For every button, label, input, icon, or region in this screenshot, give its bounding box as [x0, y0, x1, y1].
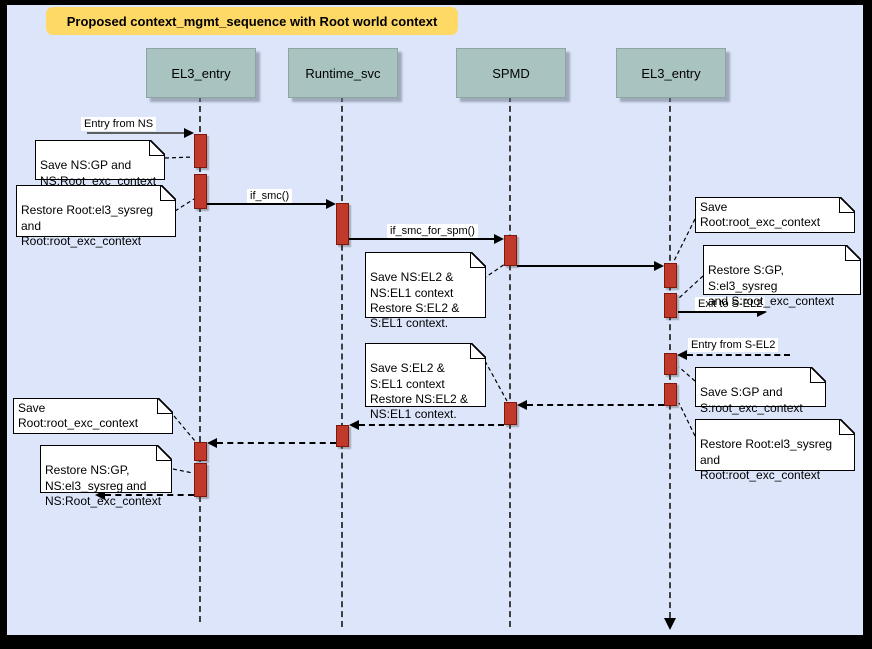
note-connector-line [673, 218, 696, 262]
message-exit-to-s-el2-shaft [678, 311, 757, 313]
message-entry-from-s-el2-shaft [687, 354, 790, 356]
diagram-title: Proposed context_mgmt_sequence with Root… [46, 7, 458, 35]
note-text: Save Root:root_exc_context [18, 400, 139, 430]
arrowhead-left-icon [517, 400, 527, 410]
note-save-ns-gp: Save NS:GP and NS:Root_exc_context [35, 140, 165, 188]
arrowhead-left-icon [349, 420, 359, 430]
activation-bar [664, 353, 677, 375]
note-fold-icon [149, 140, 165, 156]
note-text: Save Root:root_exc_context [700, 199, 821, 229]
lifeline-header-spmd: SPMD [456, 48, 566, 98]
note-fold-icon [157, 398, 173, 414]
note-save-root-left: Save Root:root_exc_context [13, 398, 173, 434]
activation-bar [336, 425, 349, 447]
activation-bar [194, 463, 207, 497]
arrowhead-right-icon [184, 128, 194, 138]
note-fold-icon [810, 367, 826, 383]
activation-bar [664, 293, 677, 318]
arrowhead-left-icon [207, 438, 217, 448]
message-label-exit-to-s-el2: Exit to S-EL2 [695, 297, 766, 311]
note-connector-line [484, 360, 508, 402]
note-fold-icon [470, 252, 486, 268]
lifeline-end-arrow-icon [664, 618, 676, 630]
note-fold-icon [839, 197, 855, 213]
note-text: Save S:GP and S:root_exc_context [700, 385, 803, 415]
note-restore-root-left: Restore Root:el3_sysreg and Root:root_ex… [16, 185, 176, 248]
message-label-entry-from-s-el2: Entry from S-EL2 [688, 338, 779, 352]
activation-bar [504, 235, 517, 266]
note-fold-icon [839, 419, 855, 435]
note-connector-line [174, 198, 195, 212]
note-text: Restore NS:GP, NS:el3_sysreg and NS:Root… [45, 463, 162, 509]
arrowhead-right-icon [654, 261, 664, 271]
arrowhead-left-icon [95, 490, 105, 500]
arrowhead-right-icon [494, 234, 504, 244]
return-runtime-to-el3-shaft [217, 442, 336, 444]
note-restore-ns-gp: Restore NS:GP, NS:el3_sysreg and NS:Root… [40, 445, 172, 508]
note-fold-icon [470, 343, 486, 359]
note-fold-icon [160, 185, 176, 201]
arrowhead-left-icon [677, 350, 687, 360]
note-text: Save NS:EL2 & NS:EL1 context Restore S:E… [370, 270, 460, 331]
message-if-smc-shaft [207, 203, 326, 205]
note-save-s-el2: Save S:EL2 & S:EL1 context Restore NS:EL… [365, 343, 486, 421]
return-exit-to-ns-shaft [105, 494, 194, 496]
message-label-if-smc-for-spm: if_smc_for_spm() [387, 224, 478, 238]
lifeline-header-runtime-svc: Runtime_svc [288, 48, 398, 98]
activation-bar [504, 402, 517, 425]
note-save-ns-el2: Save NS:EL2 & NS:EL1 context Restore S:E… [365, 252, 486, 330]
message-entry-from-ns-shaft [87, 132, 184, 134]
note-fold-icon [845, 245, 861, 261]
return-el3-to-spmd-shaft [527, 404, 664, 406]
note-restore-root-right: Restore Root:el3_sysreg and Root:root_ex… [695, 419, 855, 482]
note-connector-line [678, 366, 696, 382]
note-connector-line [678, 402, 696, 437]
message-label-entry-from-ns: Entry from NS [81, 117, 157, 131]
lifeline-el3-entry-left [199, 96, 201, 622]
message-spmd-to-el3-shaft [517, 265, 654, 267]
activation-bar [194, 134, 207, 168]
activation-bar [664, 383, 677, 406]
note-connector-line [678, 275, 704, 299]
note-save-s-gp: Save S:GP and S:root_exc_context [695, 367, 826, 415]
note-text: Save S:EL2 & S:EL1 context Restore NS:EL… [370, 361, 469, 422]
note-restore-s-gp: Restore S:GP, S:el3_sysreg and S:root_ex… [703, 245, 861, 308]
activation-bar [336, 203, 349, 245]
arrowhead-right-icon [326, 199, 336, 209]
activation-bar [194, 174, 207, 209]
note-text: Save NS:GP and NS:Root_exc_context [40, 158, 157, 188]
note-connector-line [482, 263, 506, 280]
activation-bar [194, 442, 207, 461]
arrowhead-right-icon [757, 307, 767, 317]
message-if-smc-for-spm-shaft [349, 238, 494, 240]
note-text: Restore Root:el3_sysreg and Root:root_ex… [700, 437, 833, 483]
lifeline-runtime-svc [341, 96, 343, 627]
note-save-root-right: Save Root:root_exc_context [695, 197, 855, 233]
note-text: Restore S:GP, S:el3_sysreg and S:root_ex… [708, 263, 835, 309]
note-connector-line [173, 415, 196, 442]
lifeline-header-el3-entry-left: EL3_entry [146, 48, 256, 98]
return-spmd-to-runtime-shaft [359, 424, 504, 426]
lifeline-spmd [509, 96, 511, 627]
note-fold-icon [156, 445, 172, 461]
activation-bar [664, 263, 677, 288]
note-connector-line [164, 156, 194, 159]
message-label-if-smc: if_smc() [247, 189, 293, 203]
diagram-canvas: Proposed context_mgmt_sequence with Root… [7, 5, 863, 635]
lifeline-header-el3-entry-right: EL3_entry [616, 48, 726, 98]
note-text: Restore Root:el3_sysreg and Root:root_ex… [21, 203, 154, 249]
note-connector-line [172, 468, 194, 474]
